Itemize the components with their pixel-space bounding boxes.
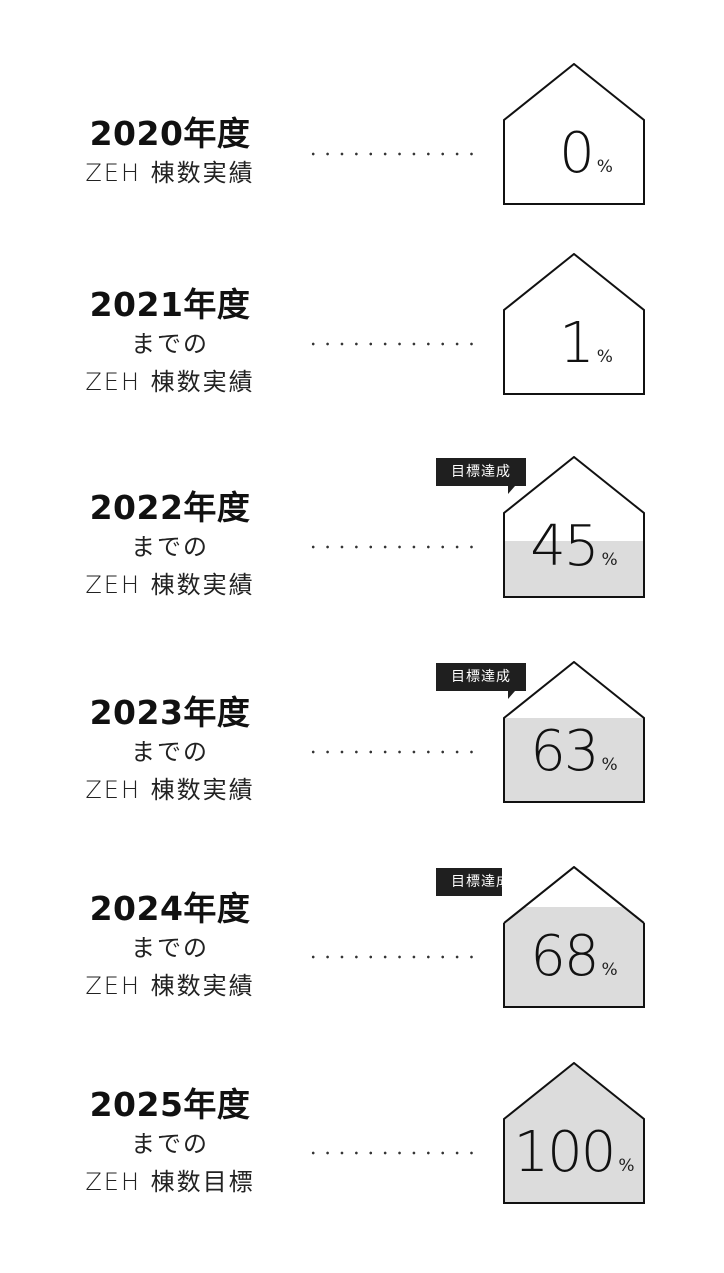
- row-label: 2024年度 までの ZEH 棟数実績: [60, 889, 280, 1005]
- dotted-leader: [306, 955, 474, 959]
- house-icon: [503, 63, 645, 205]
- value-number: 0: [559, 121, 595, 186]
- house-gauge: 68%: [502, 866, 646, 1008]
- value-number: 45: [530, 514, 599, 579]
- percent-unit: %: [596, 347, 613, 367]
- value-display: 0%: [514, 121, 658, 186]
- house-gauge: 63%: [502, 661, 646, 803]
- value-display: 63%: [502, 719, 646, 784]
- sub-label: ZEH 棟数実績: [85, 571, 255, 599]
- row-label: 2021年度 までの ZEH 棟数実績: [60, 285, 280, 401]
- year-label: 2022年度: [89, 488, 251, 527]
- house-gauge: 100%: [502, 1062, 646, 1204]
- value-number: 1: [559, 311, 595, 376]
- value-display: 68%: [502, 924, 646, 989]
- house-icon: [503, 456, 645, 598]
- year-label: 2021年度: [89, 285, 251, 324]
- value-number: 68: [530, 924, 599, 989]
- value-number: 100: [513, 1120, 616, 1185]
- sub-label: ZEH 棟数実績: [85, 368, 255, 396]
- sub-label: ZEH 棟数実績: [85, 159, 255, 187]
- dotted-leader: [306, 342, 474, 346]
- percent-unit: %: [618, 1156, 635, 1176]
- year-label: 2025年度: [89, 1085, 251, 1124]
- dotted-leader: [306, 750, 474, 754]
- dotted-leader: [306, 152, 474, 156]
- row-label: 2025年度 までの ZEH 棟数目標: [60, 1085, 280, 1201]
- house-icon: [503, 1062, 645, 1204]
- sub-label: ZEH 棟数実績: [85, 972, 255, 1000]
- row-label: 2023年度 までの ZEH 棟数実績: [60, 693, 280, 809]
- percent-unit: %: [601, 755, 618, 775]
- year-label: 2020年度: [89, 114, 251, 153]
- value-number: 63: [530, 719, 599, 784]
- sub-label: までの: [131, 738, 209, 766]
- house-gauge: 0%: [502, 63, 646, 205]
- sub-label: までの: [131, 533, 209, 561]
- percent-unit: %: [601, 960, 618, 980]
- house-icon: [503, 661, 645, 803]
- year-label: 2024年度: [89, 889, 251, 928]
- house-gauge: 1%: [502, 253, 646, 395]
- house-icon: [503, 253, 645, 395]
- percent-unit: %: [596, 157, 613, 177]
- goal-achieved-badge: 目標達成: [436, 663, 526, 699]
- value-display: 1%: [514, 311, 658, 376]
- sub-label: ZEH 棟数目標: [85, 1168, 255, 1196]
- row-label: 2022年度 までの ZEH 棟数実績: [60, 488, 280, 604]
- dotted-leader: [306, 1151, 474, 1155]
- house-gauge: 45%: [502, 456, 646, 598]
- sub-label: ZEH 棟数実績: [85, 776, 255, 804]
- percent-unit: %: [601, 550, 618, 570]
- sub-label: までの: [131, 934, 209, 962]
- year-label: 2023年度: [89, 693, 251, 732]
- house-icon: [502, 866, 646, 1008]
- dotted-leader: [306, 545, 474, 549]
- sub-label: までの: [131, 1130, 209, 1158]
- row-label: 2020年度 ZEH 棟数実績: [60, 114, 280, 192]
- value-display: 100%: [502, 1120, 646, 1185]
- goal-achieved-badge: 目標達成: [436, 458, 526, 494]
- value-display: 45%: [502, 514, 646, 579]
- sub-label: までの: [131, 330, 209, 358]
